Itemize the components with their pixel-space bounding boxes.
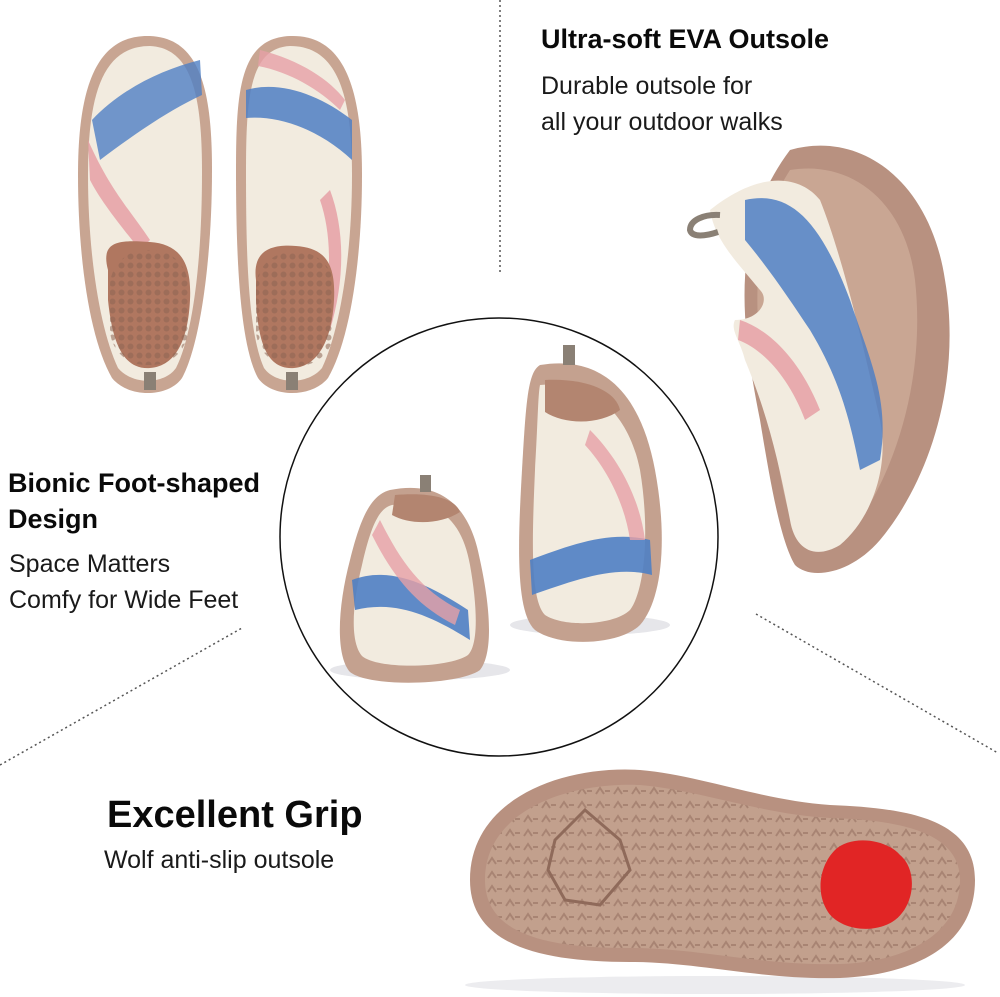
feature-description: all your outdoor walks — [541, 108, 783, 136]
feature-description: Comfy for Wide Feet — [9, 586, 239, 614]
center-circle — [279, 317, 719, 757]
feature-title: Bionic Foot-shaped — [8, 468, 260, 498]
feature-title: Ultra-soft EVA Outsole — [541, 24, 830, 54]
divider-left — [0, 627, 243, 766]
shoe-outsole-bottom — [465, 769, 975, 994]
shoe-side-view — [686, 145, 950, 573]
shoe-pair-front-view — [330, 345, 670, 683]
feature-description: Space Matters — [9, 550, 171, 578]
divider-right — [755, 613, 999, 754]
shoe-top-view-pair — [78, 35, 362, 394]
feature-title: Excellent Grip — [107, 794, 363, 836]
feature-description: Wolf anti-slip outsole — [104, 846, 335, 874]
feature-title: Design — [8, 504, 99, 534]
feature-description: Durable outsole for — [541, 72, 753, 100]
